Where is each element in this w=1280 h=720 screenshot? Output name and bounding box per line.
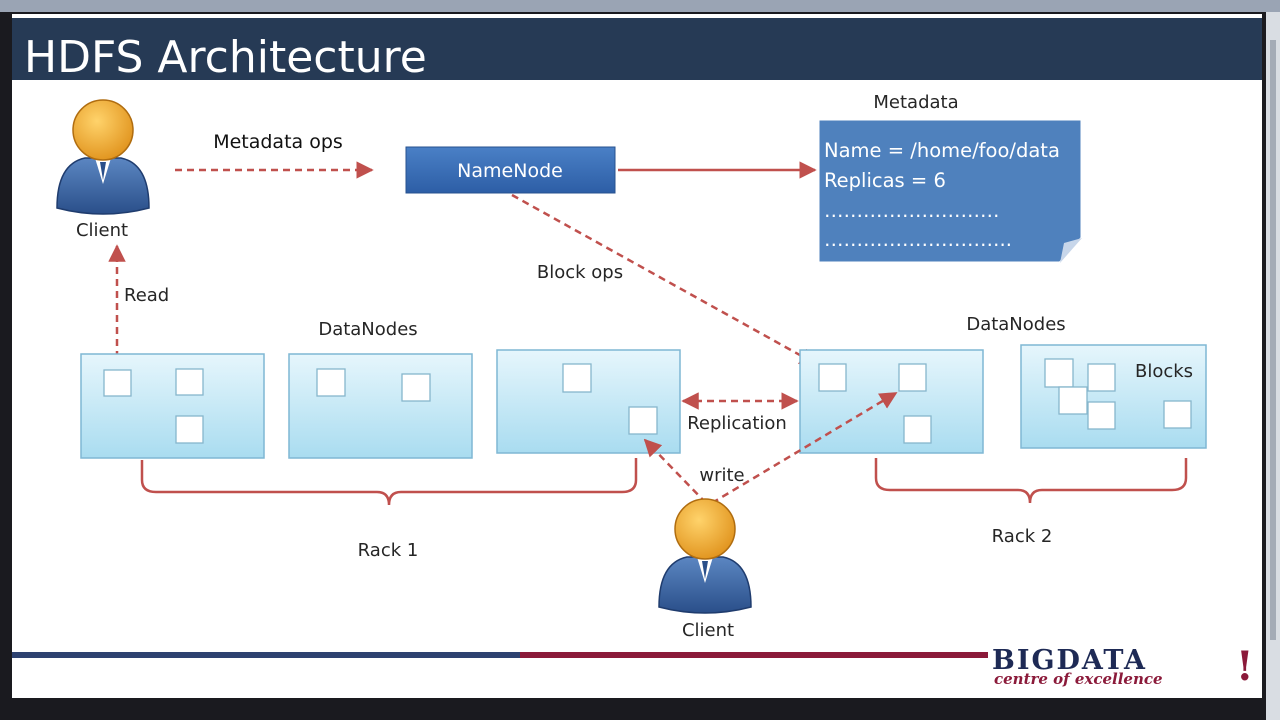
datanodes-left-label: DataNodes <box>318 319 417 340</box>
client-bottom-label: Client <box>682 620 734 641</box>
datanode-5: Blocks <box>1020 344 1207 449</box>
block-icon <box>1058 386 1088 415</box>
block-icon <box>316 368 346 397</box>
replication-label: Replication <box>687 413 787 434</box>
slide-title: HDFS Architecture <box>24 32 427 83</box>
namenode-label: NameNode <box>457 160 563 182</box>
block-icon <box>401 373 431 402</box>
block-icon <box>628 406 658 435</box>
footer-bar-right <box>520 652 988 658</box>
metadata-line-3: ……………………… <box>824 199 1000 222</box>
namenode-box <box>405 146 616 194</box>
block-icon <box>175 415 204 444</box>
block-icon <box>898 363 927 392</box>
block-icon <box>175 368 204 396</box>
block-icon <box>103 369 132 397</box>
block-icon <box>1163 400 1192 429</box>
footer-bar-left <box>12 652 520 658</box>
block-icon <box>903 415 932 444</box>
block-ops-arrow <box>511 193 818 366</box>
logo-sub-text: centre of excellence <box>994 670 1163 688</box>
write-label: write <box>699 465 744 486</box>
logo-main-text: BIGDATA <box>992 645 1147 676</box>
block-icon <box>1044 358 1074 388</box>
metadata-line-4: ……………………….. <box>824 228 1012 251</box>
datanodes-right-label: DataNodes <box>966 314 1065 335</box>
datanode-1 <box>80 353 265 459</box>
metadata-heading: Metadata <box>873 92 958 113</box>
rack-2-brace <box>874 458 1188 504</box>
metadata-ops-label: Metadata ops <box>213 131 343 153</box>
client-top-label: Client <box>76 220 128 241</box>
blocks-label: Blocks <box>1135 361 1193 382</box>
block-icon <box>1087 401 1116 430</box>
read-label: Read <box>124 285 169 306</box>
block-icon <box>562 363 592 393</box>
rack-1-label: Rack 1 <box>358 540 419 561</box>
title-bar <box>12 18 1262 80</box>
datanode-2 <box>288 353 473 459</box>
block-icon <box>818 363 847 392</box>
rack-1-brace <box>140 458 638 506</box>
logo-bang: ! <box>1236 643 1254 690</box>
datanode-3 <box>496 349 681 454</box>
rack-2-label: Rack 2 <box>992 526 1053 547</box>
block-ops-label: Block ops <box>537 262 623 283</box>
datanode-4 <box>799 349 984 454</box>
block-icon <box>1087 363 1116 392</box>
bigdata-logo: BIGDATA ! centre of excellence <box>992 643 1254 690</box>
metadata-line-1: Name = /home/foo/data <box>824 139 1060 162</box>
write-arrow-left <box>643 438 707 504</box>
metadata-line-2: Replicas = 6 <box>824 169 946 192</box>
